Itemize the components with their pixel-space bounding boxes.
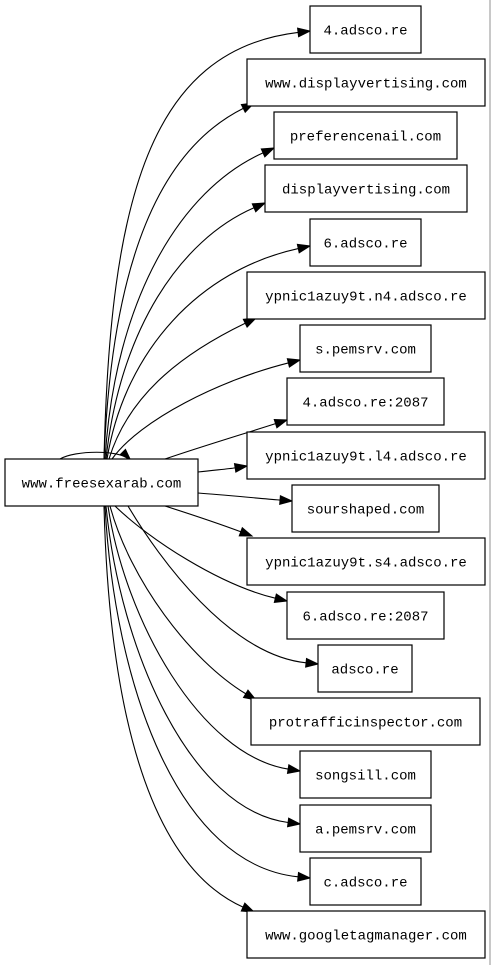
source-node: www.freesexarab.com bbox=[4, 458, 199, 507]
target-node-4-box bbox=[264, 164, 468, 213]
target-node-7: s.pemsrv.com bbox=[299, 324, 432, 373]
target-node-9-box bbox=[246, 431, 486, 480]
edge-arrowhead-t7 bbox=[286, 358, 302, 368]
target-node-12: 6.adsco.re:2087 bbox=[286, 591, 445, 640]
edge-to-t13 bbox=[127, 505, 307, 664]
target-node-3-label: preferencenail.com bbox=[290, 130, 441, 146]
edge-to-t8 bbox=[164, 423, 276, 460]
target-node-12-label: 6.adsco.re:2087 bbox=[302, 610, 428, 626]
edge-self-loop bbox=[59, 451, 129, 460]
edge-arrowhead-t8 bbox=[273, 419, 289, 429]
edge-arrowhead-t13 bbox=[305, 657, 320, 668]
target-node-13: adsco.re bbox=[317, 644, 413, 693]
target-node-10-box bbox=[291, 484, 440, 533]
target-node-4: displayvertising.com bbox=[264, 164, 468, 213]
edge-to-t7 bbox=[111, 362, 289, 460]
edge-arrowhead-t9 bbox=[233, 462, 249, 473]
target-node-4-label: displayvertising.com bbox=[282, 183, 450, 199]
edge-arrowhead-t3 bbox=[260, 147, 276, 158]
target-node-14-label: protrafficinspector.com bbox=[269, 716, 462, 732]
target-node-5-box bbox=[309, 218, 422, 267]
target-node-1: 4.adsco.re bbox=[309, 5, 422, 54]
target-node-8: 4.adsco.re:2087 bbox=[286, 377, 445, 426]
edge-arrowhead-t4 bbox=[251, 202, 267, 213]
target-node-6: ypnic1azuy9t.n4.adsco.re bbox=[246, 271, 486, 320]
target-node-2: www.displayvertising.com bbox=[246, 58, 486, 107]
target-node-14: protrafficinspector.com bbox=[250, 697, 481, 746]
edge-to-t1 bbox=[103, 31, 299, 460]
edge-arrowhead-t17 bbox=[297, 871, 312, 882]
target-node-13-box bbox=[317, 644, 413, 693]
target-node-3-box bbox=[273, 111, 458, 160]
target-node-11: ypnic1azuy9t.s4.adsco.re bbox=[246, 537, 486, 586]
edges-layer bbox=[59, 27, 320, 913]
edge-arrowhead-t12 bbox=[273, 593, 289, 603]
target-node-7-box bbox=[299, 324, 432, 373]
edge-arrowhead-t15 bbox=[286, 764, 302, 774]
window-edge bbox=[489, 0, 491, 965]
target-node-14-box bbox=[250, 697, 481, 746]
target-node-1-box bbox=[309, 5, 422, 54]
target-node-10-label: sourshaped.com bbox=[307, 503, 425, 519]
edge-to-t5 bbox=[106, 248, 299, 460]
target-node-18: www.googletagmanager.com bbox=[246, 910, 486, 959]
edge-arrowhead-t1 bbox=[296, 27, 312, 38]
target-node-1-label: 4.adsco.re bbox=[323, 24, 407, 40]
target-node-6-label: ypnic1azuy9t.n4.adsco.re bbox=[265, 290, 467, 306]
target-node-8-label: 4.adsco.re:2087 bbox=[302, 396, 428, 412]
target-node-11-label: ypnic1azuy9t.s4.adsco.re bbox=[265, 556, 467, 572]
target-node-8-box bbox=[286, 377, 445, 426]
edge-to-t17 bbox=[104, 505, 299, 878]
edge-to-t16 bbox=[105, 505, 289, 824]
target-node-5: 6.adsco.re bbox=[309, 218, 422, 267]
target-node-15-box bbox=[299, 750, 432, 799]
target-node-12-box bbox=[286, 591, 445, 640]
target-node-11-box bbox=[246, 537, 486, 586]
target-node-16-box bbox=[299, 804, 432, 853]
target-node-16-label: a.pemsrv.com bbox=[315, 823, 416, 839]
target-node-16: a.pemsrv.com bbox=[299, 804, 432, 853]
edge-to-t14 bbox=[109, 505, 247, 695]
nodes-layer: www.freesexarab.com 4.adsco.re www.display… bbox=[4, 5, 486, 959]
target-node-2-label: www.displayvertising.com bbox=[265, 77, 467, 93]
source-node-label: www.freesexarab.com bbox=[22, 477, 182, 493]
edge-to-t11 bbox=[164, 505, 241, 533]
target-node-18-label: www.googletagmanager.com bbox=[265, 929, 467, 945]
edge-arrowhead-t10 bbox=[279, 494, 294, 506]
edge-to-t6 bbox=[108, 322, 246, 460]
edge-arrowhead-t11 bbox=[238, 526, 254, 537]
edge-arrowhead-t16 bbox=[286, 817, 302, 828]
target-node-15-label: songsill.com bbox=[315, 769, 416, 785]
target-node-10: sourshaped.com bbox=[291, 484, 440, 533]
edge-to-t15 bbox=[107, 505, 289, 770]
target-node-15: songsill.com bbox=[299, 750, 432, 799]
target-node-17-label: c.adsco.re bbox=[323, 876, 407, 892]
target-node-5-label: 6.adsco.re bbox=[323, 237, 407, 253]
target-node-9-label: ypnic1azuy9t.l4.adsco.re bbox=[265, 450, 467, 466]
edge-to-t2 bbox=[103, 107, 244, 460]
source-node-box bbox=[4, 458, 199, 507]
edge-to-t10 bbox=[197, 492, 281, 501]
target-node-9: ypnic1azuy9t.l4.adsco.re bbox=[246, 431, 486, 480]
target-node-2-box bbox=[246, 58, 486, 107]
edge-to-t3 bbox=[104, 152, 264, 460]
edge-to-t4 bbox=[105, 207, 255, 460]
target-node-7-label: s.pemsrv.com bbox=[315, 343, 416, 359]
target-node-18-box bbox=[246, 910, 486, 959]
target-node-3: preferencenail.com bbox=[273, 111, 458, 160]
edge-to-t12 bbox=[114, 505, 276, 599]
target-node-6-box bbox=[246, 271, 486, 320]
target-node-17: c.adsco.re bbox=[309, 857, 422, 906]
edge-self-loop-arrowhead bbox=[119, 448, 132, 461]
edge-to-t18 bbox=[103, 505, 244, 908]
target-node-17-box bbox=[309, 857, 422, 906]
target-node-13-label: adsco.re bbox=[331, 663, 398, 679]
edge-to-t9 bbox=[197, 467, 236, 473]
edge-arrowhead-t5 bbox=[296, 243, 312, 254]
